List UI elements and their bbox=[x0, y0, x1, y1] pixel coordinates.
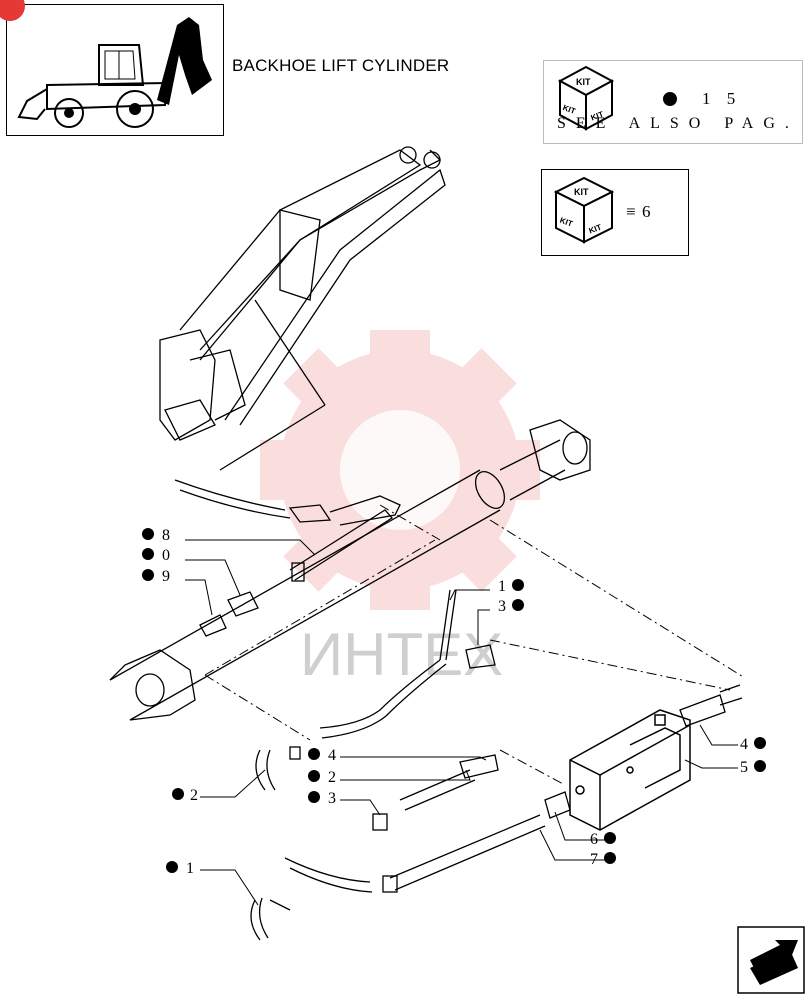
assembly-lines bbox=[204, 504, 746, 786]
lift-cylinder bbox=[109, 419, 591, 721]
page-badge bbox=[0, 0, 25, 21]
callout-1a[interactable]: 1 bbox=[498, 578, 524, 596]
svg-text:KIT: KIT bbox=[576, 77, 591, 87]
kit-symbol: ≡ bbox=[626, 202, 636, 221]
kit-reference-box: KIT KIT KIT 1 5 bbox=[543, 60, 803, 144]
kit-cube-icon: KIT KIT KIT bbox=[557, 65, 677, 131]
callout-2b[interactable]: 2 bbox=[172, 787, 198, 805]
svg-text:KIT: KIT bbox=[588, 223, 603, 236]
kit-reference-box-2: KIT KIT KIT ≡ 6 bbox=[541, 169, 689, 256]
callout-9[interactable]: 9 bbox=[142, 568, 170, 586]
callout-3a[interactable]: 3 bbox=[498, 598, 524, 616]
hose-fittings bbox=[174, 479, 743, 941]
svg-text:KIT: KIT bbox=[559, 216, 574, 229]
page-title: BACKHOE LIFT CYLINDER bbox=[232, 56, 450, 75]
svg-text:KIT: KIT bbox=[562, 103, 577, 116]
callout-4a[interactable]: 4 bbox=[308, 747, 336, 765]
watermark-text: ИНТЕХ bbox=[300, 621, 503, 688]
callout-5[interactable]: 5 bbox=[740, 759, 766, 777]
callout-4b[interactable]: 4 bbox=[740, 736, 766, 754]
svg-text:KIT: KIT bbox=[590, 110, 605, 123]
next-page-arrow-icon bbox=[737, 926, 805, 994]
see-also-text: SEE ALSO PAG. bbox=[557, 115, 799, 132]
kit-number: 1 5 bbox=[702, 89, 742, 108]
kit-cube-icon: KIT KIT KIT bbox=[553, 176, 615, 244]
machine-thumbnail bbox=[0, 0, 224, 136]
callout-1b[interactable]: 1 bbox=[166, 860, 194, 878]
backhoe-loader-icon bbox=[17, 17, 212, 128]
callout-6[interactable]: 6 bbox=[590, 831, 616, 849]
callout-0[interactable]: 0 bbox=[142, 547, 170, 565]
boom-assembly bbox=[159, 146, 446, 471]
svg-text:KIT: KIT bbox=[574, 187, 589, 197]
callout-8[interactable]: 8 bbox=[142, 527, 170, 545]
kit-number-2: 6 bbox=[642, 202, 651, 221]
callout-3b[interactable]: 3 bbox=[308, 790, 336, 808]
callout-7[interactable]: 7 bbox=[590, 851, 616, 869]
leader-lines bbox=[185, 539, 738, 906]
valve-block bbox=[569, 709, 691, 831]
callout-2a[interactable]: 2 bbox=[308, 769, 336, 787]
